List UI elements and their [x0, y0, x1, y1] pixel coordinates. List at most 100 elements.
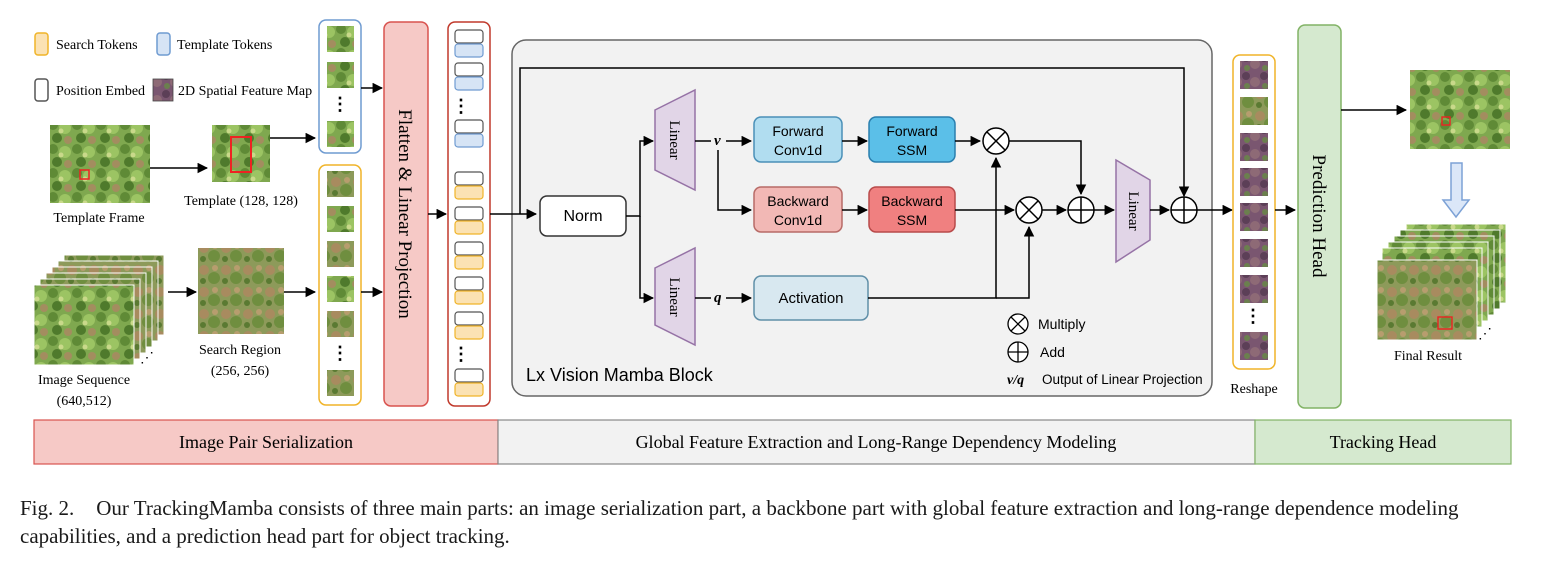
image-sequence-label: Image Sequence	[38, 373, 130, 388]
spatial-feature-tile	[1240, 61, 1268, 89]
arrow-norm-to-linear-v	[626, 135, 655, 217]
linear-q: Linear	[654, 246, 696, 347]
reshape-stack: ⋮ Reshape	[1230, 54, 1278, 397]
search-patch	[327, 171, 354, 197]
add-op-mid	[1067, 196, 1095, 224]
backward-ssm-line1: Backward	[881, 193, 942, 209]
position-embed-token	[454, 368, 484, 383]
backward-ssm-line2: SSM	[897, 212, 927, 228]
section-serialization	[33, 419, 499, 465]
norm-label: Norm	[563, 208, 602, 225]
search-token	[454, 185, 484, 200]
template-patch	[327, 62, 354, 88]
section-global	[497, 419, 1256, 465]
final-result-label: Final Result	[1394, 349, 1462, 364]
section-global-label: Global Feature Extraction and Long-Range…	[636, 432, 1117, 452]
forward-conv1d: Forward Conv1d	[753, 116, 843, 163]
search-region: Search Region (256, 256)	[198, 248, 284, 379]
search-token	[454, 255, 484, 270]
template-target-box	[79, 169, 90, 180]
mamba-block-label: Lx Vision Mamba Block	[526, 365, 714, 385]
template-frame-label: Template Frame	[53, 211, 144, 226]
linear-q-label: Linear	[666, 277, 682, 316]
figure-caption: Fig. 2.Our TrackingMamba consists of thr…	[20, 494, 1535, 550]
position-embed-token	[454, 62, 484, 77]
down-arrow-icon	[1441, 162, 1471, 219]
token-sequence: ⋮ ⋮	[447, 21, 491, 407]
legend-vq-symbol: v/q	[1007, 373, 1024, 388]
prediction-head-label: Prediction Head	[1308, 155, 1329, 278]
prediction-head-panel	[1297, 24, 1342, 409]
result-target-box	[1437, 316, 1453, 330]
template-patch-ellipsis: ⋮	[331, 94, 349, 114]
activation: Activation	[753, 275, 869, 321]
search-patch	[327, 370, 354, 396]
search-token	[454, 382, 484, 397]
multiply-op-top	[982, 127, 1010, 155]
image-sequence-size: (640,512)	[57, 394, 112, 409]
image-sequence: ⋰ Image Sequence (640,512)	[33, 254, 165, 409]
search-patch	[327, 311, 354, 337]
search-token-swatch	[34, 32, 49, 56]
reshape-label: Reshape	[1230, 382, 1277, 397]
output-image-rect	[1410, 70, 1510, 149]
template-crop-box	[230, 136, 252, 173]
caption-label: Fig. 2.	[20, 496, 75, 520]
search-region-size: (256, 256)	[211, 364, 270, 379]
template-crop: Template (128, 128)	[184, 125, 298, 209]
v-label: v	[714, 133, 721, 149]
prediction-head: Prediction Head	[1297, 24, 1342, 409]
backward-conv1d-line1: Backward	[767, 193, 828, 209]
linear-out-label: Linear	[1125, 191, 1141, 230]
arrow-mult-top-to-add	[1009, 140, 1087, 196]
activation-branch-b	[996, 225, 1035, 299]
template-token	[454, 133, 484, 148]
q-label: q	[714, 290, 722, 306]
multiply-op-stroke	[986, 131, 1006, 151]
search-region-image	[198, 248, 284, 334]
template-patch-stack: ⋮	[318, 19, 362, 154]
search-region-label: Search Region	[199, 343, 281, 358]
section-tracking-label: Tracking Head	[1330, 432, 1437, 452]
template-frame: Template Frame	[50, 125, 150, 226]
linear-v: Linear	[654, 88, 696, 192]
spatial-feature-tile	[1240, 203, 1268, 231]
search-patch-stack: ⋮	[318, 164, 362, 406]
output-target-box	[1441, 116, 1451, 126]
template-size-label: Template (128, 128)	[184, 194, 298, 209]
down-arrow-shape	[1441, 162, 1471, 219]
caption-text: Our TrackingMamba consists of three main…	[20, 496, 1459, 548]
template-crop-image	[212, 125, 270, 182]
backward-conv1d-line2: Conv1d	[774, 212, 822, 228]
legend-spatial-map: 2D Spatial Feature Map	[178, 84, 312, 99]
template-token	[454, 43, 484, 58]
linear-v-shape	[654, 88, 696, 192]
output-image	[1410, 70, 1510, 149]
result-frame	[1376, 259, 1478, 341]
spatial-feature-tile	[1240, 275, 1268, 303]
section-tracking	[1254, 419, 1512, 465]
forward-ssm: Forward SSM	[868, 116, 956, 163]
reshape-ellipsis: ⋮	[1244, 306, 1262, 326]
operator-legend: Multiply Add v/q Output of Linear Projec…	[1007, 313, 1203, 388]
template-patch	[327, 121, 354, 147]
position-embed-swatch	[34, 78, 49, 102]
section-bar: Image Pair Serialization Global Feature …	[33, 419, 1512, 465]
legend-add-label: Add	[1040, 344, 1065, 360]
section-serialization-label: Image Pair Serialization	[179, 432, 353, 452]
backward-conv1d: Backward Conv1d	[753, 186, 843, 233]
search-patch-ellipsis: ⋮	[331, 343, 349, 363]
forward-conv1d-line2: Conv1d	[774, 142, 822, 158]
forward-conv1d-line1: Forward	[772, 123, 823, 139]
linear-out: Linear	[1115, 158, 1151, 264]
legend-search-tokens: Search Tokens	[56, 38, 138, 53]
arrow-v-to-backward-conv	[717, 150, 753, 216]
search-token	[454, 325, 484, 340]
search-patch	[327, 276, 354, 302]
forward-ssm-line1: Forward	[886, 123, 937, 139]
final-result-stack: ⋰ Final Result	[1376, 223, 1507, 364]
spatial-feature-tile	[1240, 133, 1268, 161]
legend: Search Tokens Template Tokens Position E…	[34, 32, 312, 102]
token-template-ellipsis: ⋮	[452, 96, 470, 116]
skip-connection	[519, 67, 1190, 214]
